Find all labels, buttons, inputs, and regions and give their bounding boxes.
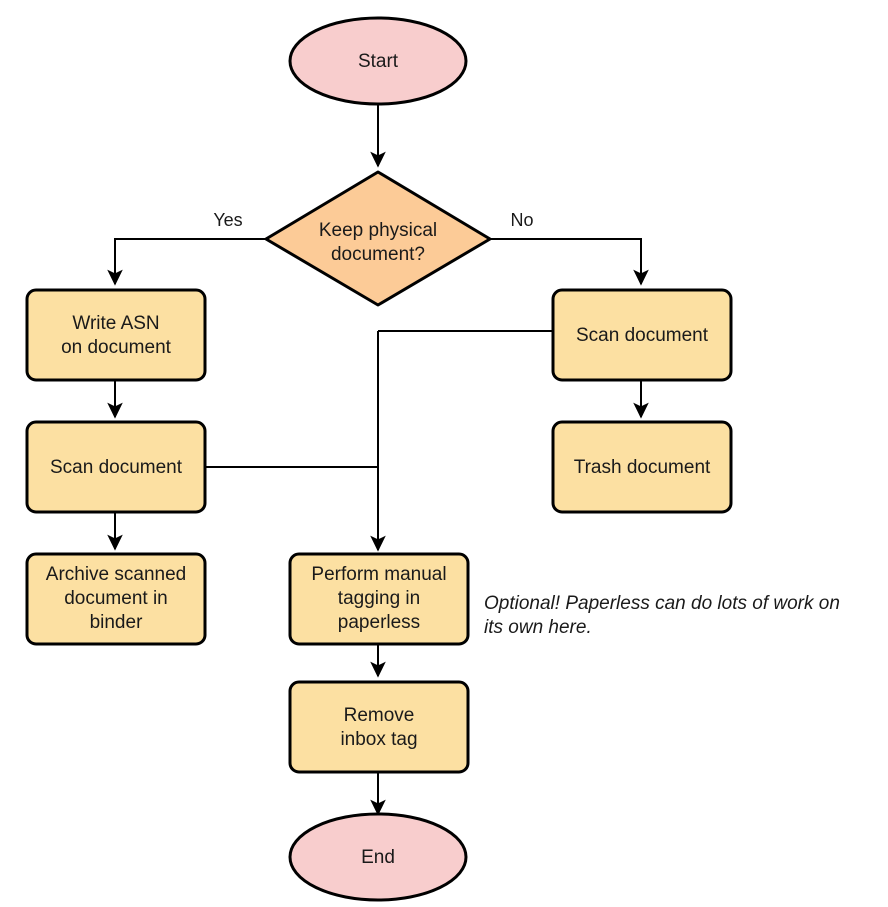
- remove-inbox-tag-box-shape: [288, 680, 470, 774]
- decision-label-line2: document?: [331, 244, 425, 265]
- trash-document-label: Trash document: [574, 457, 711, 478]
- scan-document-right-label: Scan document: [576, 325, 709, 346]
- tagging-label-line1: Perform manual: [311, 564, 446, 585]
- decision-diamond-shape: [264, 170, 492, 307]
- edge-decision-yes-to-write-asn: [107, 238, 265, 286]
- annotation-note: Optional! Paperless can do lots of work …: [484, 593, 840, 638]
- node-scan-document-right[interactable]: Scan document: [551, 288, 733, 382]
- node-remove-inbox-tag[interactable]: Remove inbox tag: [288, 680, 470, 774]
- edge-label-yes: Yes: [213, 210, 242, 230]
- end-label: End: [361, 847, 395, 868]
- scan-document-left-box-shape: [25, 420, 207, 514]
- edge-label-layer: Yes No: [213, 210, 533, 230]
- write-asn-box-shape: [25, 288, 207, 382]
- scan-document-right-box-shape: [551, 288, 733, 382]
- decision-label-line1: Keep physical: [319, 220, 437, 241]
- edge-label-no: No: [510, 210, 533, 230]
- node-scan-document-left[interactable]: Scan document: [25, 420, 207, 514]
- note-line1: Optional! Paperless can do lots of work …: [484, 593, 840, 614]
- remove-inbox-tag-label-line2: inbox tag: [340, 729, 417, 750]
- node-perform-manual-tagging[interactable]: Perform manual tagging in paperless: [288, 552, 470, 646]
- edge-layer: [107, 104, 649, 816]
- archive-box-shape: [25, 552, 207, 646]
- node-end[interactable]: End: [288, 812, 468, 902]
- edge-decision-no-to-scan-right: [490, 238, 649, 286]
- archive-label-line1: Archive scanned: [46, 564, 186, 585]
- end-ellipse-shape: [288, 812, 468, 902]
- scan-document-left-label: Scan document: [50, 457, 183, 478]
- write-asn-label-line1: Write ASN: [72, 313, 159, 334]
- node-archive-scanned-document[interactable]: Archive scanned document in binder: [25, 552, 207, 646]
- remove-inbox-tag-label-line1: Remove: [344, 705, 415, 726]
- archive-label-line2: document in: [64, 588, 168, 609]
- start-label: Start: [358, 51, 399, 72]
- node-write-asn[interactable]: Write ASN on document: [25, 288, 207, 382]
- node-start[interactable]: Start: [288, 16, 468, 106]
- archive-label-line3: binder: [90, 612, 143, 633]
- tagging-label-line3: paperless: [338, 612, 420, 633]
- trash-document-box-shape: [551, 420, 733, 514]
- node-decision-keep-physical-document[interactable]: Keep physical document?: [264, 170, 492, 307]
- start-ellipse-shape: [288, 16, 468, 106]
- node-trash-document[interactable]: Trash document: [551, 420, 733, 514]
- note-line2: its own here.: [484, 617, 592, 638]
- write-asn-label-line2: on document: [61, 337, 172, 358]
- tagging-label-line2: tagging in: [338, 588, 420, 609]
- tagging-box-shape: [288, 552, 470, 646]
